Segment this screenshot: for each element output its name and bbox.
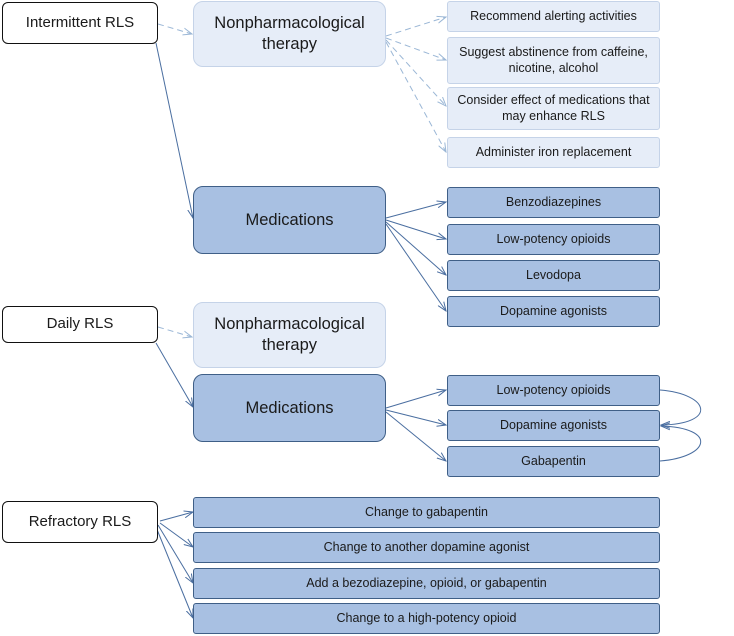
item-daily-dopamine-agonists: Dopamine agonists <box>447 410 660 441</box>
item-daily-low-potency-opioids: Low-potency opioids <box>447 375 660 406</box>
item-add-bezodiazepine-opioid-gabapentin: Add a bezodiazepine, opioid, or gabapent… <box>193 568 660 599</box>
arrow-medications-to-low-potency-opioids <box>385 219 446 239</box>
intermittent-nonpharm-box: Nonpharmacological therapy <box>193 1 386 67</box>
arrow-nonpharm-to-abstinence <box>385 37 446 60</box>
item-change-to-another-dopamine-agonist: Change to another dopamine agonist <box>193 532 660 563</box>
item-intermittent-dopamine-agonists: Dopamine agonists <box>447 296 660 327</box>
item-alerting-activities: Recommend alerting activities <box>447 1 660 32</box>
daily-medications-box: Medications <box>193 374 386 442</box>
item-change-to-gabapentin: Change to gabapentin <box>193 497 660 528</box>
arrow-intermittent-to-medications <box>155 42 193 218</box>
arrow-refractory-to-gabapentin <box>159 512 193 522</box>
arrow-refractory-to-another-agonist <box>159 522 193 547</box>
arrow-daily-meds-to-dopamine-agonists <box>385 409 446 425</box>
item-abstinence: Suggest abstinence from caffeine, nicoti… <box>447 37 660 84</box>
arrow-nonpharm-to-medication-effect <box>385 39 446 106</box>
arrow-medications-to-levodopa <box>385 221 446 275</box>
item-intermittent-low-potency-opioids: Low-potency opioids <box>447 224 660 255</box>
arrow-medications-to-benzodiazepines <box>385 202 446 219</box>
loop-low-potency-to-dopamine <box>660 389 702 425</box>
arrow-medications-to-dopamine-agonists <box>385 223 446 311</box>
arrow-daily-to-nonpharm <box>157 326 192 337</box>
intermittent-rls-box: Intermittent RLS <box>2 2 158 44</box>
item-change-to-high-potency-opioid: Change to a high-potency opioid <box>193 603 660 634</box>
arrow-intermittent-to-nonpharm <box>157 23 192 34</box>
arrow-daily-meds-to-low-potency-opioids <box>385 390 446 409</box>
loop-gabapentin-to-dopamine <box>660 426 702 462</box>
item-gabapentin: Gabapentin <box>447 446 660 477</box>
intermittent-medications-box: Medications <box>193 186 386 254</box>
arrow-nonpharm-to-alerting <box>385 17 446 37</box>
item-medication-effect: Consider effect of medications that may … <box>447 87 660 130</box>
arrow-daily-to-medications <box>155 342 193 407</box>
arrow-daily-meds-to-gabapentin <box>385 411 446 461</box>
arrow-refractory-to-high-potency <box>155 526 193 618</box>
item-levodopa: Levodopa <box>447 260 660 291</box>
refractory-rls-box: Refractory RLS <box>2 501 158 543</box>
daily-nonpharm-box: Nonpharmacological therapy <box>193 302 386 368</box>
daily-rls-box: Daily RLS <box>2 306 158 343</box>
arrow-refractory-to-add-agent <box>157 524 193 583</box>
item-iron-replacement: Administer iron replacement <box>447 137 660 168</box>
item-benzodiazepines: Benzodiazepines <box>447 187 660 218</box>
arrow-nonpharm-to-iron <box>385 41 446 152</box>
